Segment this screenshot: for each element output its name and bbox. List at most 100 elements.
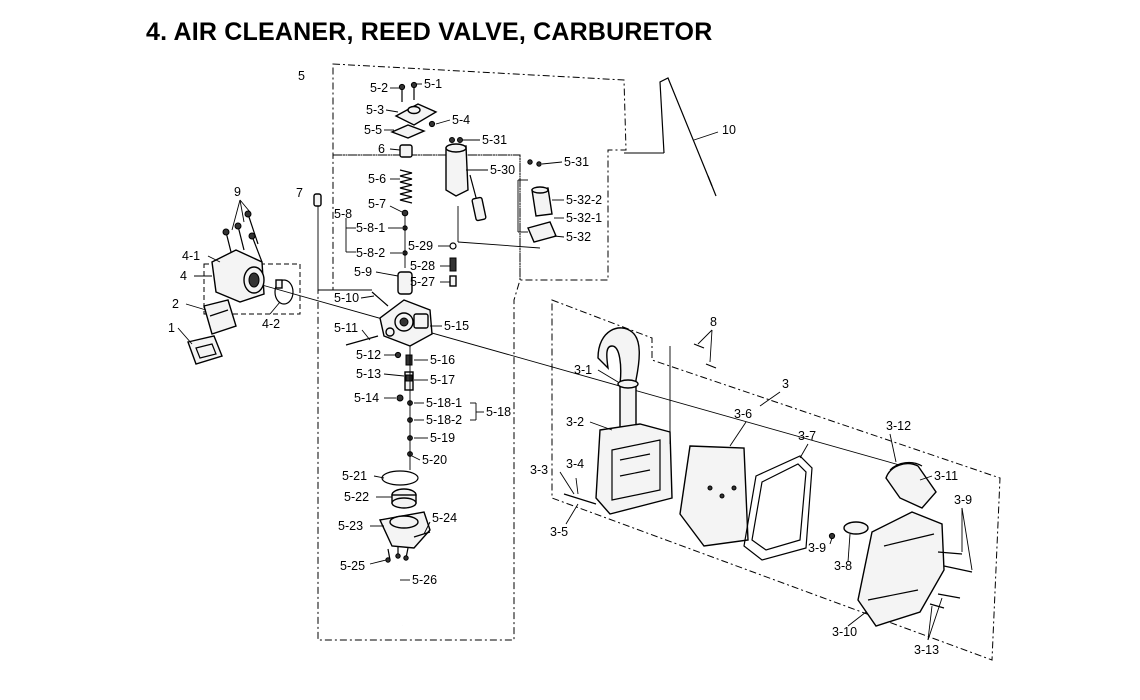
part-3-9-screw-left [828,532,836,540]
label-5-24: 5-24 [432,511,457,525]
part-3-2-case-cover [595,423,673,515]
part-5-30-auto-choke [445,137,487,222]
group-4-boundary [203,263,301,315]
part-3-3-screw [563,493,597,505]
label-5: 5 [298,69,305,83]
part-5-12-plug [394,351,402,359]
label-7: 7 [296,186,303,200]
label-5-18: 5-18 [486,405,511,419]
part-6-fitting [399,144,413,158]
label-3-9-right: 3-9 [954,493,972,507]
part-5-23-float-bowl [378,511,431,549]
part-5-24-screw [413,531,431,538]
part-5-29-oring [449,242,457,250]
label-3-11: 3-11 [934,469,958,483]
part-5-7-clip [401,209,409,217]
part-5-9-throttle-valve [397,271,413,295]
group-3-boundary [551,299,1001,661]
label-5-18-1: 5-18-1 [426,396,462,410]
part-5-15-carburetor-body [379,299,433,347]
label-5-9: 5-9 [354,265,372,279]
hose-guide-line-2 [457,241,541,249]
part-3-12-duct [885,461,937,509]
label-5-8: 5-8 [334,207,352,221]
label-5-13: 5-13 [356,367,381,381]
part-3-10-case [857,511,945,627]
leader-lines [177,83,973,641]
label-5-28: 5-28 [410,259,435,273]
label-5-31-a: 5-31 [482,133,507,147]
label-3-3: 3-3 [530,463,548,477]
label-5-8-1: 5-8-1 [356,221,385,235]
part-5-26-drain-hose [396,564,404,627]
part-3-1-intake-duct [597,327,640,431]
label-5-8-2: 5-8-2 [356,246,385,260]
part-5-25-screws [385,547,409,563]
label-5-32-1: 5-32-1 [566,211,602,225]
part-5-32-valve-set [527,159,557,243]
part-5-11-screw [345,335,379,346]
label-3-12: 3-12 [886,419,911,433]
part-8-bolts [693,343,717,369]
label-4: 4 [180,269,187,283]
label-3-4: 3-4 [566,457,584,471]
label-5-23: 5-23 [338,519,363,533]
label-5-4: 5-4 [452,113,470,127]
part-5-28-screw [449,257,457,272]
label-3-10: 3-10 [832,625,857,639]
label-5-27: 5-27 [410,275,435,289]
label-5-2: 5-2 [370,81,388,95]
part-5-17-holder [405,374,413,382]
group-5-main-boundary [317,154,521,641]
label-5-22: 5-22 [344,490,369,504]
label-3-8: 3-8 [834,559,852,573]
label-5-7: 5-7 [368,197,386,211]
part-5-2-screw [398,83,406,102]
label-5-1: 5-1 [424,77,442,91]
part-5-1-screw [410,81,418,100]
label-3-1: 3-1 [574,363,592,377]
label-3: 3 [782,377,789,391]
part-1-gasket [187,335,223,365]
label-5-11: 5-11 [334,321,358,335]
label-3-9-left: 3-9 [808,541,826,555]
label-2: 2 [172,297,179,311]
page-title: 4. AIR CLEANER, REED VALVE, CARBURETOR [146,18,713,46]
label-5-17: 5-17 [430,373,455,387]
label-3-13: 3-13 [914,643,939,657]
label-6: 6 [378,142,385,156]
part-4-2-clamp [274,279,294,305]
label-5-19: 5-19 [430,431,455,445]
label-5-5: 5-5 [364,123,382,137]
part-5-16-jet [405,354,413,366]
part-7-pin [313,193,322,207]
label-3-2: 3-2 [566,415,584,429]
part-3-8-cap [843,521,869,535]
label-5-16: 5-16 [430,353,455,367]
label-5-20: 5-20 [422,453,447,467]
part-3-13-screws [929,593,961,609]
part-3-7-seal [743,455,813,561]
label-5-15: 5-15 [444,319,469,333]
part-5-27-screw [449,275,457,287]
label-8: 8 [710,315,717,329]
part-2-reed-valve [203,299,237,335]
part-5-10-screw [371,291,389,307]
label-5-32-2: 5-32-2 [566,193,602,207]
part-4-1-intake-manifold [211,249,265,303]
label-5-12: 5-12 [356,348,381,362]
part-5-3-cap [394,103,438,126]
label-5-31-b: 5-31 [564,155,589,169]
part-5-5-gasket [390,124,426,139]
label-5-6: 5-6 [368,172,386,186]
label-4-2: 4-2 [262,317,280,331]
part-5-14-screw [396,394,404,402]
label-5-32: 5-32 [566,230,591,244]
label-3-7: 3-7 [798,429,816,443]
label-5-29: 5-29 [408,239,433,253]
part-5-21-gasket [381,470,419,486]
label-9: 9 [234,185,241,199]
part-5-4-washer [428,120,436,128]
label-5-30: 5-30 [490,163,515,177]
